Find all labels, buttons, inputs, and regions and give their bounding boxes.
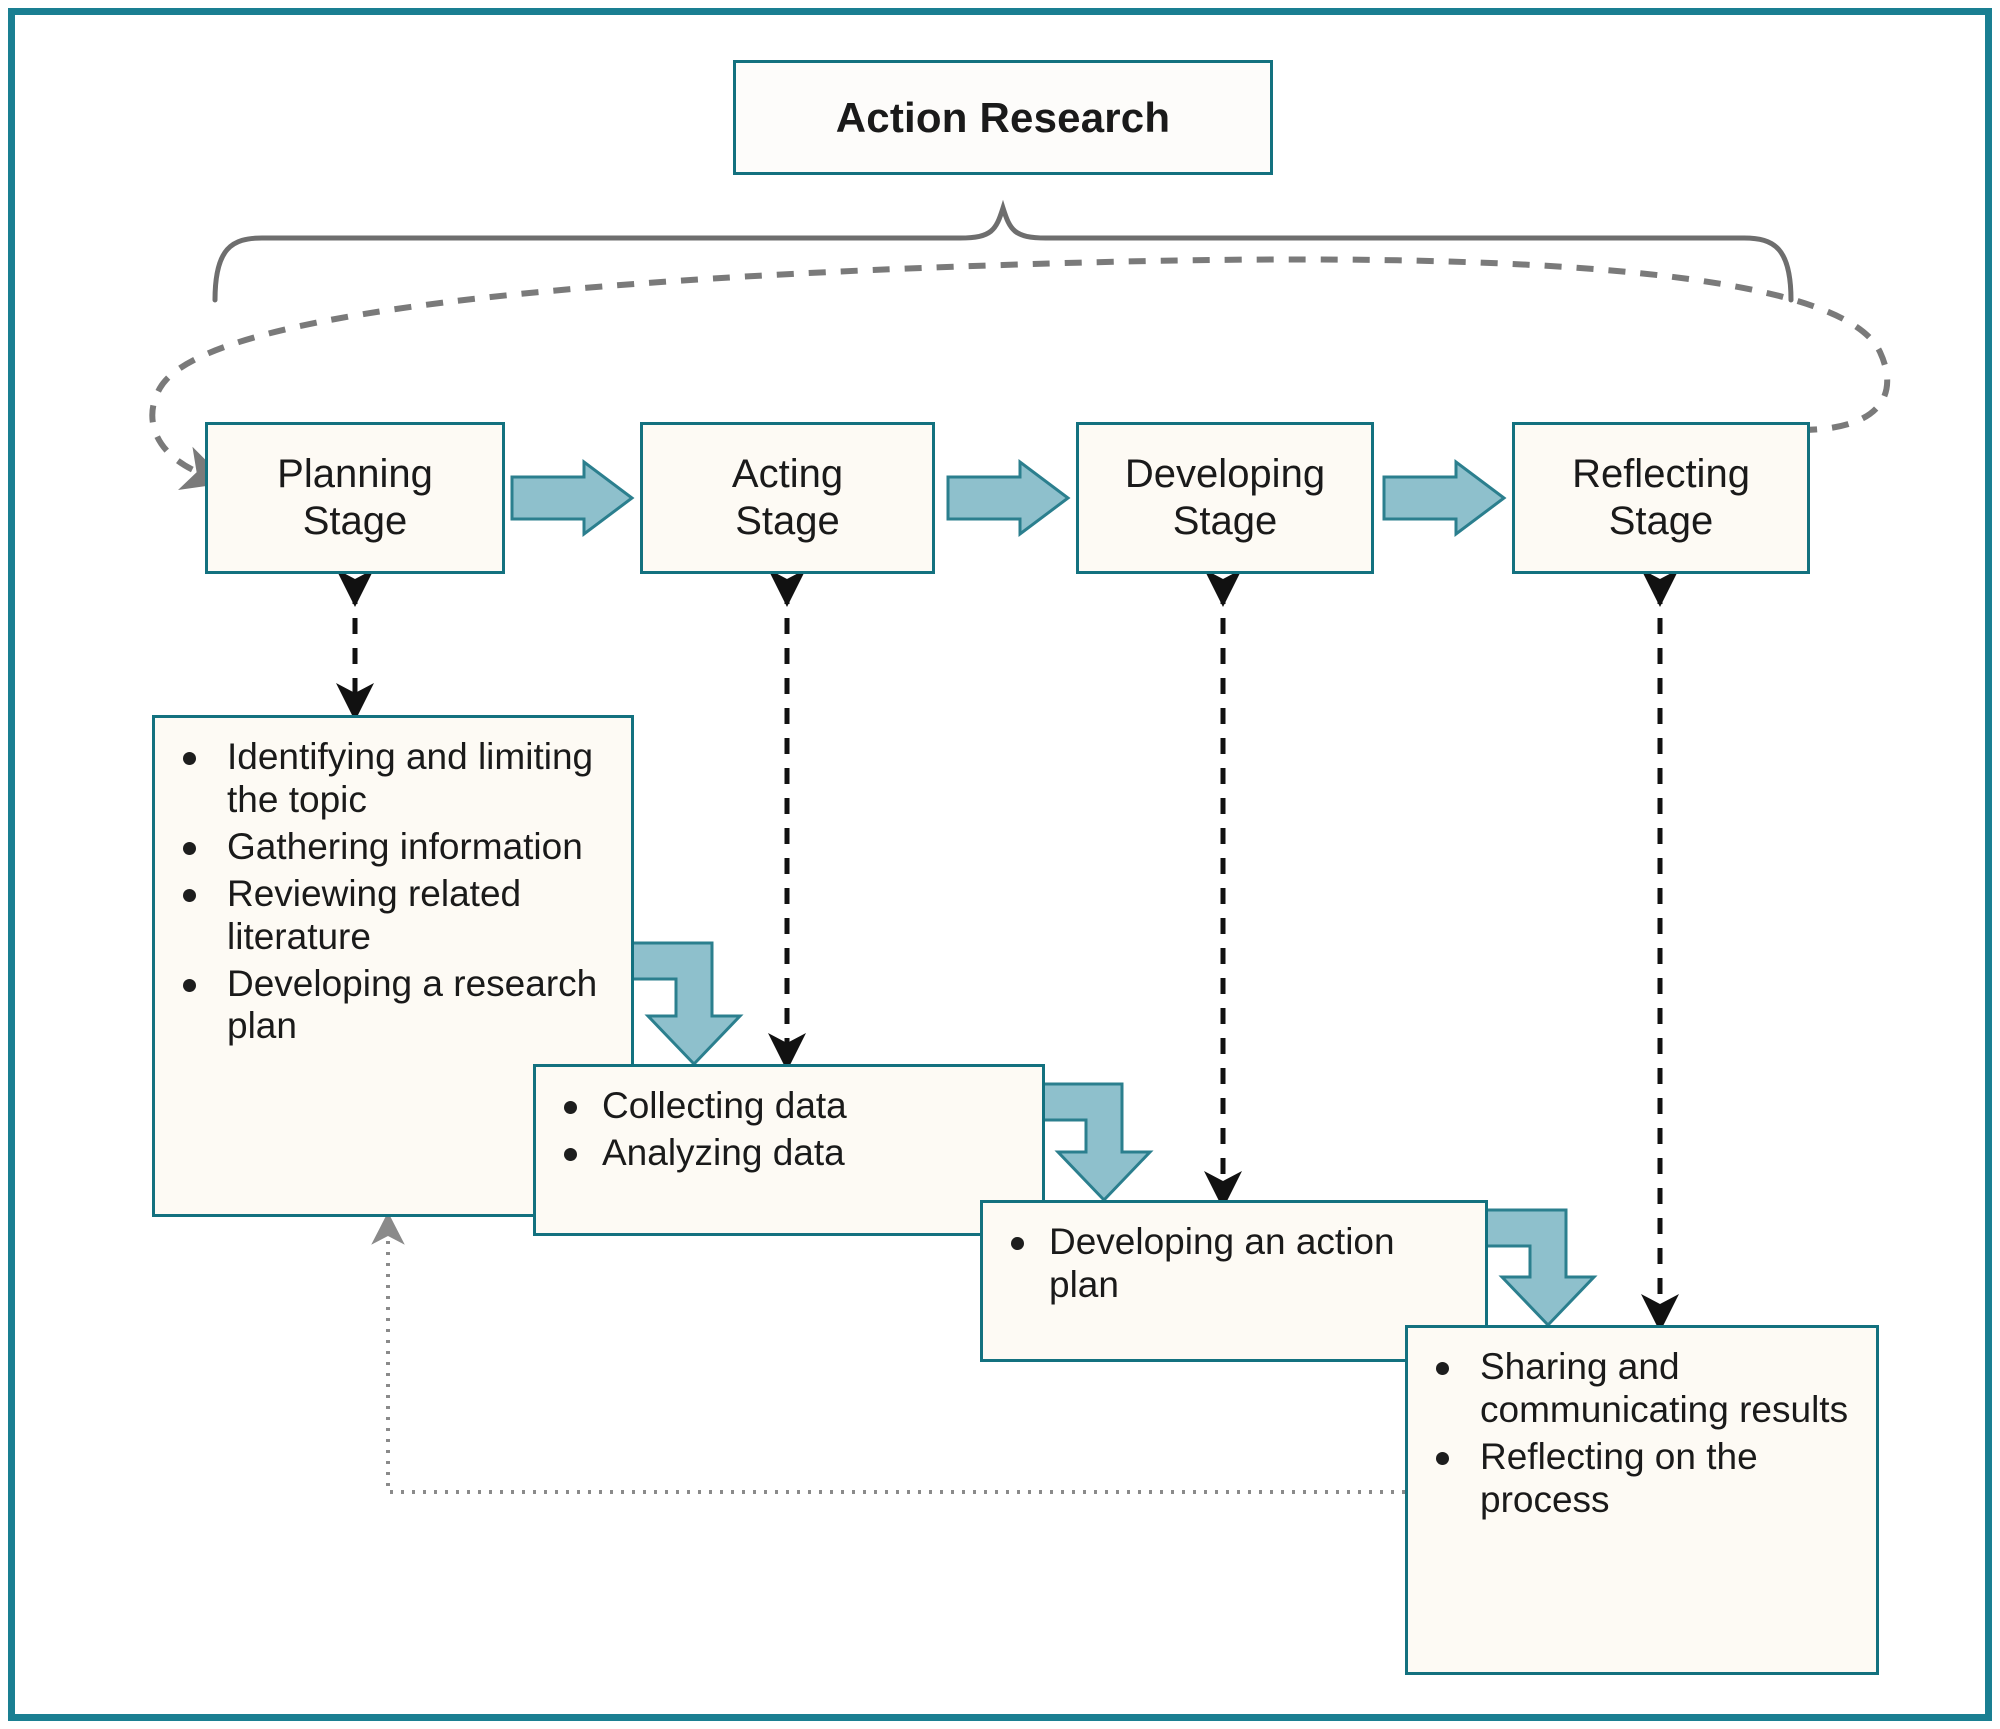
detail-list-acting: Collecting data Analyzing data [558,1085,1026,1179]
stage-box-reflecting[interactable]: Reflecting Stage [1512,422,1810,574]
list-item: Developing a research plan [177,963,615,1049]
detail-flow-arrow-2 [1020,1082,1154,1203]
detail-box-reflecting: Sharing and communicating results Reflec… [1405,1325,1879,1675]
stage-box-acting[interactable]: Acting Stage [640,422,935,574]
stage-label-developing-line1: Developing [1124,451,1326,496]
list-item: Analyzing data [558,1132,1026,1175]
stage-flow-arrow-1 [510,459,635,537]
stage-label-reflecting-line2: Stage [1608,499,1714,543]
stage-flow-arrow-3 [1382,459,1507,537]
page-title-box: Action Research [733,60,1273,175]
stage-label-planning-line1: Planning [277,451,433,496]
detail-box-acting: Collecting data Analyzing data [533,1064,1045,1236]
list-item: Gathering information [177,826,615,869]
detail-list-reflecting: Sharing and communicating results Reflec… [1430,1346,1860,1526]
stage-label-developing-line2: Stage [1172,499,1278,543]
list-item: Sharing and communicating results [1430,1346,1860,1432]
stage-label-reflecting-line1: Reflecting [1572,451,1750,496]
list-item: Reflecting on the process [1430,1436,1860,1522]
feedback-loop-dashed [149,256,1891,491]
stage-box-developing[interactable]: Developing Stage [1076,422,1374,574]
detail-list-developing: Developing an action plan [1005,1221,1469,1311]
detail-flow-arrow-3 [1464,1208,1598,1328]
page-title: Action Research [835,93,1171,141]
list-item: Reviewing related literature [177,873,615,959]
stage-flow-arrow-2 [946,459,1071,537]
detail-list-planning: Identifying and limiting the topic Gathe… [177,736,615,1052]
stage-label-acting-line1: Acting [731,451,844,496]
stage-box-planning[interactable]: Planning Stage [205,422,505,574]
detail-box-developing: Developing an action plan [980,1200,1488,1362]
stage-label-acting-line2: Stage [735,499,840,543]
list-item: Developing an action plan [1005,1221,1469,1307]
list-item: Identifying and limiting the topic [177,736,615,822]
grouping-brace [212,199,1794,303]
stage-label-planning-line2: Stage [302,499,408,543]
detail-flow-arrow-1 [610,941,744,1067]
list-item: Collecting data [558,1085,1026,1128]
